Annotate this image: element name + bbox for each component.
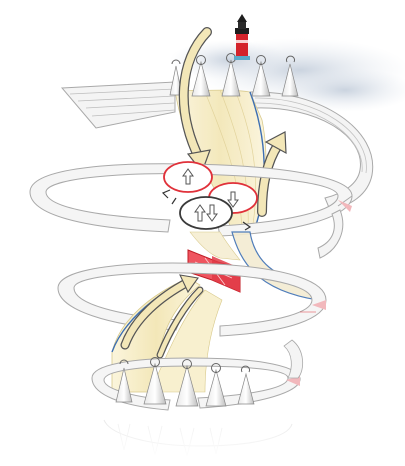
cone-marker — [206, 364, 226, 407]
lighthouse-icon — [234, 14, 250, 60]
reflection-fade — [0, 418, 405, 461]
up-arrow-circle — [164, 162, 212, 192]
top-ramp-track — [62, 82, 175, 128]
cone-marker — [238, 366, 254, 404]
up-down-arrow-circle — [180, 197, 232, 229]
